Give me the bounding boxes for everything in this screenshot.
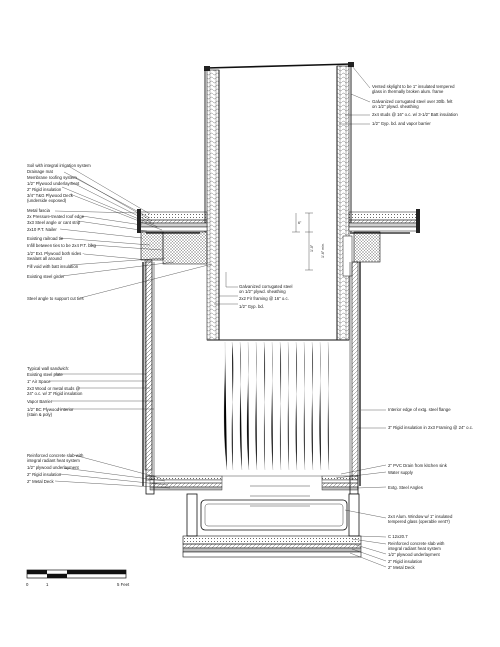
label-vapor-barrier: Vapor Barrier bbox=[27, 399, 53, 404]
label-plywood-underlayment: 1/2" Plywood underlayment bbox=[27, 181, 80, 186]
label-underside-exposed: (underside exposed) bbox=[27, 198, 67, 203]
label-sheathing-right: on 1/2" plywd. sheathing bbox=[372, 104, 419, 109]
leaders-left bbox=[49, 166, 213, 489]
label-skylight-glass: glass in thermally broken alum. frame bbox=[372, 89, 444, 94]
scale-label-1: 1 bbox=[46, 582, 49, 587]
label-studs-insulation: 24" o.c. w/ 3" Rigid insulation bbox=[27, 391, 83, 396]
skylight-glass bbox=[205, 63, 353, 69]
label-radiant-right: integral radiant heat system bbox=[388, 546, 441, 551]
label-metal-fascia: Metal fascia bbox=[27, 208, 51, 213]
label-bc-plywood: 1/2" BC Plywood interior bbox=[27, 407, 74, 412]
leaders-right bbox=[335, 65, 387, 568]
label-soil: Soil with integral irrigation system bbox=[27, 163, 91, 168]
labels-right: Vented skylight to be 1" insulated tempe… bbox=[372, 84, 473, 570]
label-plywood-deck: 3/4" T&G Plywood Deck bbox=[27, 193, 74, 198]
label-nailer: 2x10 P.T. Nailer bbox=[27, 227, 57, 232]
label-steel-plate: Existing steel plate bbox=[27, 372, 63, 377]
label-metal-deck-left: 2" Metal Deck bbox=[27, 479, 54, 484]
scale-label-0: 0 bbox=[26, 582, 29, 587]
label-corrugated-right: Galvanized corrugated steel over 30lb. f… bbox=[372, 99, 453, 104]
label-slab-left: Reinforced concrete slab with bbox=[27, 453, 84, 458]
label-gyp-right: 1/2" Gyp. bd. and vapor barrier bbox=[372, 121, 431, 126]
skylight-frame-right bbox=[348, 62, 354, 67]
scale-bar: 0 1 5 Feet bbox=[26, 569, 130, 587]
label-drainage-mat: Drainage mat bbox=[27, 169, 54, 174]
window-frame bbox=[200, 499, 348, 531]
label-sheathing-center: on 1/2" plywd. sheathing bbox=[239, 289, 286, 294]
scale-label-5-feet: 5 Feet bbox=[117, 582, 130, 587]
lower-walls bbox=[142, 261, 361, 486]
label-air-space: 1" Air Space bbox=[27, 379, 51, 384]
label-railroad-tie: Existing railroad tie bbox=[27, 236, 64, 241]
floor-slabs bbox=[145, 475, 359, 507]
label-pvc-drain: 2" PVC Drain from kitchen sink bbox=[388, 463, 448, 468]
labels-center: Galvanized corrugated steel on 1/2" plyw… bbox=[239, 284, 293, 309]
label-studs-right: 2x4 studs @ 16" o.c. w/ 3-1/2" Batt insu… bbox=[372, 112, 458, 117]
shaft-wall-right bbox=[336, 65, 350, 341]
dim-1ft: 1'-0" bbox=[310, 244, 314, 252]
dim-6in: 6" bbox=[298, 221, 302, 225]
label-channel: C 12x20.7 bbox=[388, 534, 408, 539]
label-underlayment-right: 1/2" plywood underlayment bbox=[388, 552, 440, 557]
label-batt-fill: Fill void with batt insulation bbox=[27, 264, 79, 269]
shaft-wall-left bbox=[206, 69, 220, 341]
leaders-center bbox=[214, 272, 238, 305]
label-fir-framing: 2x2 Fir framing @ 16" o.c. bbox=[239, 296, 289, 301]
label-gyp-center: 1/2" Gyp. bd. bbox=[239, 304, 264, 309]
label-rigid-insulation: 2" Rigid insulation bbox=[27, 187, 62, 192]
label-window: 2x4 Alum. Window w/ 1" insulated bbox=[388, 514, 453, 519]
label-steel-angle-cant: 3x3 Steel angle or cant strip bbox=[27, 220, 81, 225]
label-sealant: Sealant all around bbox=[27, 256, 62, 261]
label-steel-angle-support: Steel angle to support cut ties bbox=[27, 296, 84, 301]
labels-left: Soil with integral irrigation system Dra… bbox=[27, 163, 97, 484]
lower-light-well bbox=[182, 493, 362, 558]
light-wash bbox=[223, 341, 330, 471]
dimension-marks: 6" 1'-0" 1'-6" min. bbox=[292, 212, 325, 271]
label-corrugated-center: Galvanized corrugated steel bbox=[239, 284, 293, 289]
label-rigid-framing: 3" Rigid insulation in 2x3 Framing @ 24"… bbox=[388, 425, 473, 430]
dim-min: 1'-6" min. bbox=[321, 243, 325, 258]
roof-assembly-right bbox=[342, 209, 420, 277]
skylight-frame-left bbox=[204, 66, 210, 71]
label-underlayment-left: 1/2" plywood underlayment bbox=[27, 465, 79, 470]
label-wall-sandwich: Typical wall sandwich: bbox=[27, 366, 69, 371]
label-steel-angles: Extg. Steel Angles bbox=[388, 485, 423, 490]
label-metal-deck-right: 2" Metal Deck bbox=[388, 565, 415, 570]
label-stain-poly: (stain & poly) bbox=[27, 412, 53, 417]
label-skylight: Vented skylight to be 1" insulated tempe… bbox=[372, 84, 455, 89]
label-window-glass: tempered glass (operable vent?) bbox=[388, 519, 450, 524]
label-studs: 2x3 Wood or metal studs @ bbox=[27, 386, 80, 391]
label-steel-girder: Existing steel girder bbox=[27, 274, 65, 279]
label-water-supply: Water supply bbox=[388, 470, 414, 475]
label-radiant-left: integral radiant heat system bbox=[27, 458, 80, 463]
label-membrane: Membrane roofing system bbox=[27, 175, 77, 180]
label-ext-plywood: 1/2" Ext. Plywood both sides - bbox=[27, 251, 85, 256]
label-slab-right: Reinforced concrete slab with bbox=[388, 541, 445, 546]
label-rigid-left: 2" Rigid insulation bbox=[27, 472, 62, 477]
label-flange: Interior edge of extg. steel flange bbox=[388, 407, 451, 412]
label-rigid-right: 2" Rigid insulation bbox=[388, 559, 423, 564]
label-infill: Infill between ties to be 2x4 P.T. blkg bbox=[27, 243, 97, 248]
label-roof-edge: 2x Pressure-treated roof edge bbox=[27, 214, 85, 219]
